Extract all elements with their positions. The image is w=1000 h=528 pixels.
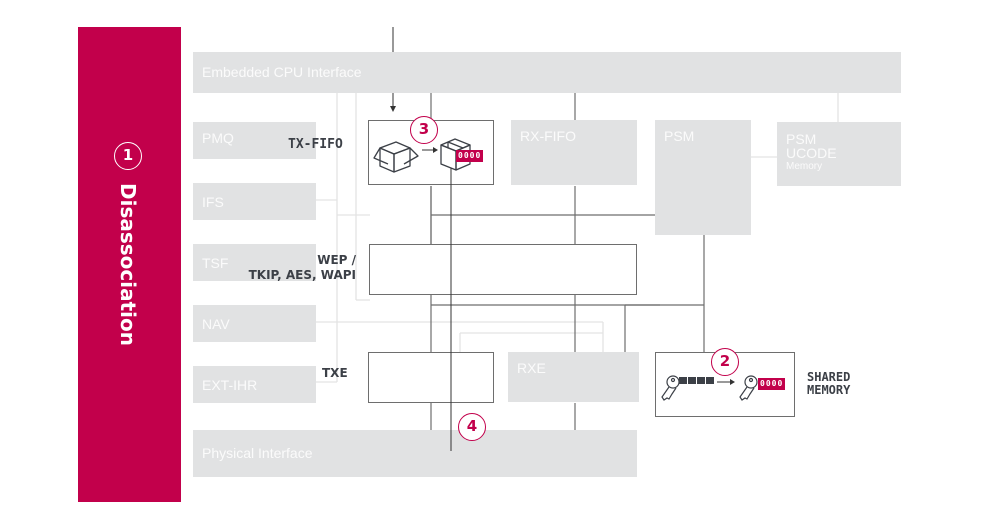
- txe-label: TXE: [322, 366, 348, 380]
- block-label: PSM: [786, 131, 817, 147]
- embedded-cpu-interface-block: Embedded CPU Interface: [193, 52, 901, 93]
- tsf-block: TSF: [193, 244, 316, 281]
- physical-interface-block: Physical Interface: [193, 430, 637, 477]
- encryption-label-line2: TKIP, AES, WAPI: [248, 268, 356, 282]
- block-label: RX-FIFO: [520, 128, 576, 144]
- shared-memory-label: SHARED MEMORY: [807, 371, 850, 397]
- encryption-box: [369, 244, 637, 295]
- block-label: PSM: [664, 128, 695, 144]
- ifs-block: IFS: [193, 183, 316, 220]
- block-label: RXE: [517, 360, 546, 376]
- step-sidebar: [78, 27, 181, 502]
- step-1-badge: 1: [114, 142, 142, 170]
- rxe-block: RXE: [508, 352, 639, 402]
- pmq-block: PMQ: [193, 122, 316, 159]
- block-label: Embedded CPU Interface: [202, 64, 362, 80]
- txe-box: [368, 352, 494, 403]
- encryption-label: WEP / TKIP, AES, WAPI: [248, 253, 356, 283]
- step-2-badge: 2: [711, 348, 739, 376]
- block-label: NAV: [202, 316, 230, 332]
- key-icon: [739, 375, 758, 401]
- arrow-right-icon: [422, 147, 438, 153]
- nav-block: NAV: [193, 305, 316, 342]
- psm-ucode-block: PSM UCODE Memory: [777, 122, 901, 186]
- block-sublabel: Memory: [786, 161, 823, 172]
- ext-ihr-block: EXT-IHR: [193, 366, 316, 403]
- open-box-icon: [373, 141, 419, 173]
- tx-fifo-label: TX-FIFO: [288, 137, 343, 152]
- block-label: IFS: [202, 194, 224, 210]
- step-4-badge: 4: [458, 413, 486, 441]
- rx-fifo-block: RX-FIFO: [511, 120, 637, 185]
- block-label: Physical Interface: [202, 445, 313, 461]
- shared-memory-line2: MEMORY: [807, 383, 851, 397]
- encrypted-data-badge: 0000: [456, 150, 484, 162]
- shared-memory-line1: SHARED: [807, 370, 851, 384]
- encryption-label-line1: WEP /: [317, 253, 356, 267]
- block-label: PMQ: [202, 130, 234, 146]
- psm-block: PSM: [655, 120, 751, 235]
- key-icon: [661, 375, 714, 401]
- block-label: TSF: [202, 255, 229, 271]
- encrypted-key-badge: 0000: [758, 378, 786, 390]
- block-label: EXT-IHR: [202, 377, 258, 393]
- step-3-badge: 3: [410, 116, 438, 144]
- sealed-box-icon: [440, 138, 471, 171]
- block-label: UCODE: [786, 145, 837, 161]
- arrow-right-icon: [717, 379, 735, 385]
